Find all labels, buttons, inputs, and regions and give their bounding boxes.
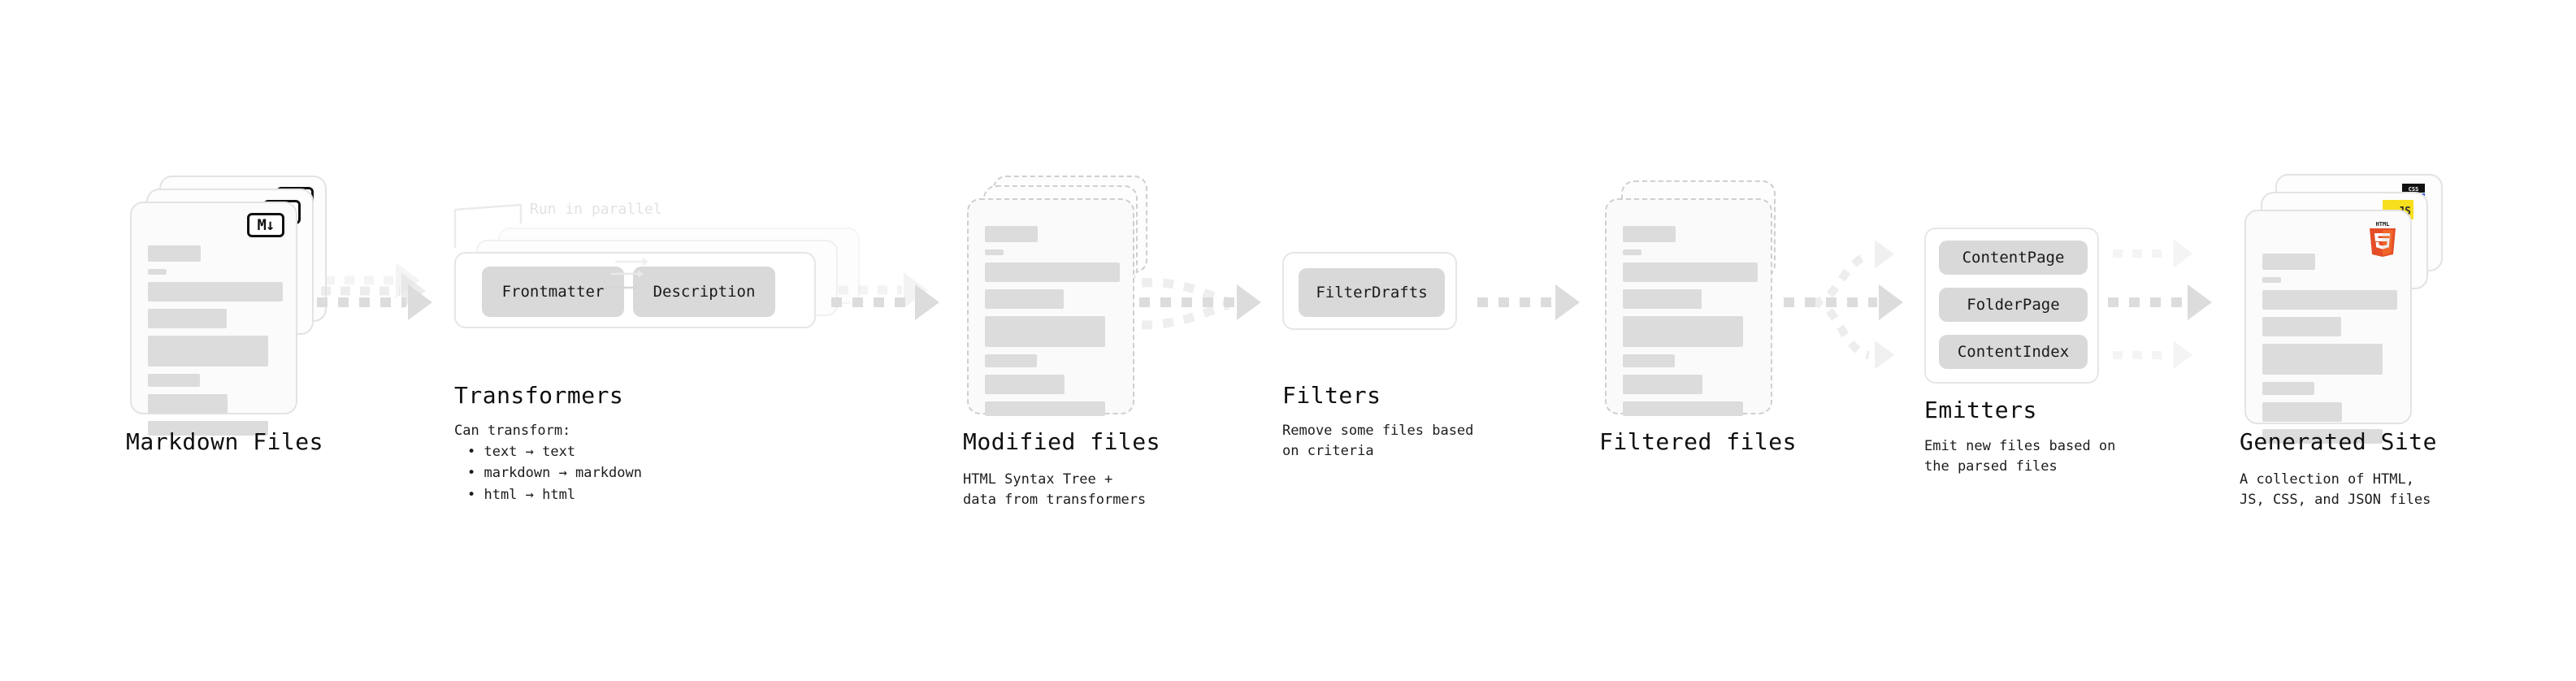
content-bar [148,336,268,367]
filtered-file-card-front [1605,198,1772,416]
filters-title: Filters [1282,382,1381,409]
arrow-filters-to-filtered [1477,284,1580,320]
content-bar [1623,316,1743,347]
modified-file-card-front [967,198,1134,416]
markdown-files-title: Markdown Files [126,428,324,455]
filtered-files-title: Filtered files [1599,428,1798,455]
transformers-subtitle-item-2: • markdown → markdown [467,465,642,481]
document-content [1623,226,1758,423]
document-content [985,226,1120,423]
transformer-chip-description[interactable]: Description [633,267,775,317]
modified-files-subtitle: HTML Syntax Tree + data from transformer… [963,471,1147,508]
content-bar [2262,382,2314,395]
content-bar [148,282,283,301]
content-bar [1623,226,1676,242]
svg-text:CSS: CSS [2409,186,2419,193]
content-bar [1623,354,1675,367]
content-bar [148,394,228,414]
content-bar [985,316,1105,347]
content-bar [985,401,1105,416]
emitter-chip-contentpage[interactable]: ContentPage [1939,241,2088,275]
generated-site-title: Generated Site [2240,428,2438,455]
generated-file-card-front: HTML [2244,210,2412,444]
arrow-emitters-to-generated [2108,239,2212,370]
document-content [2262,254,2397,451]
content-bar [2262,254,2315,270]
transformers-title: Transformers [454,382,624,409]
arrow-modified-to-filters [1139,278,1261,330]
document-content [148,245,283,443]
content-bar [1623,262,1758,282]
content-bar [985,226,1038,242]
content-bar [2262,277,2281,283]
svg-text:HTML: HTML [2376,221,2390,228]
content-bar [985,354,1037,367]
content-bar [148,245,201,262]
markdown-badge: M↓ [247,213,284,237]
content-bar [2262,290,2397,310]
content-bar [148,421,268,436]
content-bar [985,289,1064,309]
transformers-subtitle-item-1: • text → text [467,444,576,460]
run-in-parallel-label: Run in parallel [530,201,662,218]
filters-subtitle: Remove some files based on criteria [1282,423,1474,459]
emitters-panel: ContentPage FolderPage ContentIndex [1924,228,2099,384]
emitter-chip-folderpage[interactable]: FolderPage [1939,288,2088,322]
modified-files-title: Modified files [963,428,1161,455]
content-bar [985,249,1004,255]
generated-site-subtitle: A collection of HTML, JS, CSS, and JSON … [2240,471,2431,508]
filters-panel: FilterDrafts [1282,252,1457,330]
content-bar [1623,401,1743,416]
content-bar [1623,249,1641,255]
content-bar [148,269,167,275]
content-bar [2262,402,2342,422]
transformers-subtitle-heading: Can transform: [454,423,571,439]
transformer-panel-front: Frontmatter Description [454,252,816,328]
transformers-subtitle-item-3: • html → html [467,487,576,503]
content-bar [1623,289,1702,309]
content-bar [2262,429,2383,444]
content-bar [2262,317,2341,336]
emitter-chip-contentindex[interactable]: ContentIndex [1939,335,2088,369]
content-bar [985,262,1120,282]
content-bar [2262,344,2383,375]
content-bar [1623,375,1702,394]
arrow-filtered-to-emitters [1784,240,1903,370]
emitters-title: Emitters [1924,397,2037,423]
arrow-markdown-to-transformers [317,262,432,320]
html5-icon: HTML [2370,221,2396,257]
content-bar [148,374,200,387]
filter-chip-filterdrafts[interactable]: FilterDrafts [1299,268,1445,317]
markdown-file-card-front: M↓ [130,202,297,436]
content-bar [148,309,227,328]
content-bar [985,375,1065,394]
transformer-chip-frontmatter[interactable]: Frontmatter [482,267,624,317]
emitters-subtitle: Emit new files based on the parsed files [1924,438,2116,475]
